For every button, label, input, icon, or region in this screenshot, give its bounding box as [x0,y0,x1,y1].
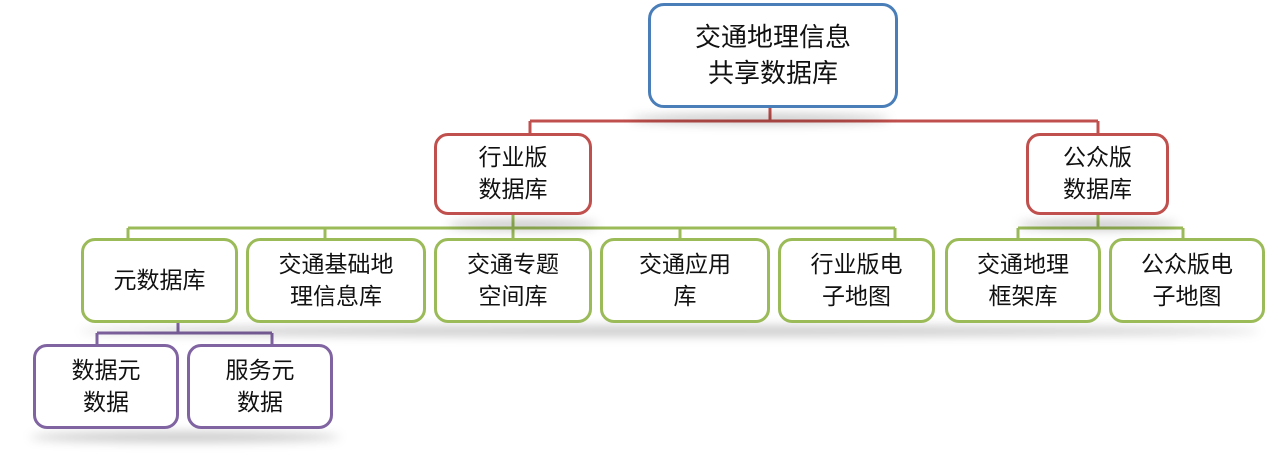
data-element-metadata-label-line2: 数据 [83,389,129,416]
thematic-spatial-db-label-line1: 交通专题 [467,251,559,278]
industry-emap-label-line1: 行业版电 [810,251,903,278]
data-element-metadata-node: 数据元 数据 [33,344,179,429]
framework-db-label-line1: 交通地理 [977,251,1069,278]
public-db-node: 公众版 数据库 [1026,133,1169,215]
public-emap-node: 公众版电 子地图 [1109,238,1265,323]
root-label-line1: 交通地理信息 [694,22,851,53]
service-metadata-label-line1: 服务元 [225,357,295,384]
metadata-db-label: 元数据库 [113,267,206,294]
application-db-node: 交通应用 库 [600,238,770,323]
public-emap-label-line2: 子地图 [1152,283,1222,310]
industry-shadow [448,220,598,230]
framework-db-label-line2: 框架库 [988,283,1058,310]
level3-shadow [30,432,340,442]
thematic-spatial-db-node: 交通专题 空间库 [434,238,592,323]
application-db-label-line2: 库 [673,283,697,310]
industry-emap-label-line2: 子地图 [822,283,891,310]
thematic-spatial-db-label-line2: 空间库 [478,283,548,310]
root-label-line2: 共享数据库 [707,58,838,89]
public-emap-label-line1: 公众版电 [1141,251,1233,278]
service-metadata-node: 服务元 数据 [187,344,333,429]
root-connectors [528,108,1100,135]
root-node: 交通地理信息 共享数据库 [648,3,898,108]
industry-db-label-line1: 行业版 [478,145,548,171]
level2-shadow [80,326,1260,336]
basic-geo-db-label-line2: 理信息库 [290,283,382,310]
basic-geo-db-label-line1: 交通基础地 [278,251,394,278]
framework-db-node: 交通地理 框架库 [945,238,1101,323]
metadata-db-node: 元数据库 [81,238,238,323]
industry-db-node: 行业版 数据库 [434,133,592,215]
metadata-connectors [95,322,274,346]
industry-emap-node: 行业版电 子地图 [778,238,935,323]
industry-db-label-line2: 数据库 [478,177,548,203]
basic-geo-db-node: 交通基础地 理信息库 [246,238,426,323]
public-db-label-line2: 数据库 [1063,177,1132,203]
application-db-label-line1: 交通应用 [639,251,731,278]
service-metadata-label-line2: 数据 [237,389,283,416]
public-db-label-line1: 公众版 [1063,145,1132,171]
root-shadow [630,114,890,124]
data-element-metadata-label-line1: 数据元 [71,357,141,384]
public-shadow [1018,220,1178,230]
